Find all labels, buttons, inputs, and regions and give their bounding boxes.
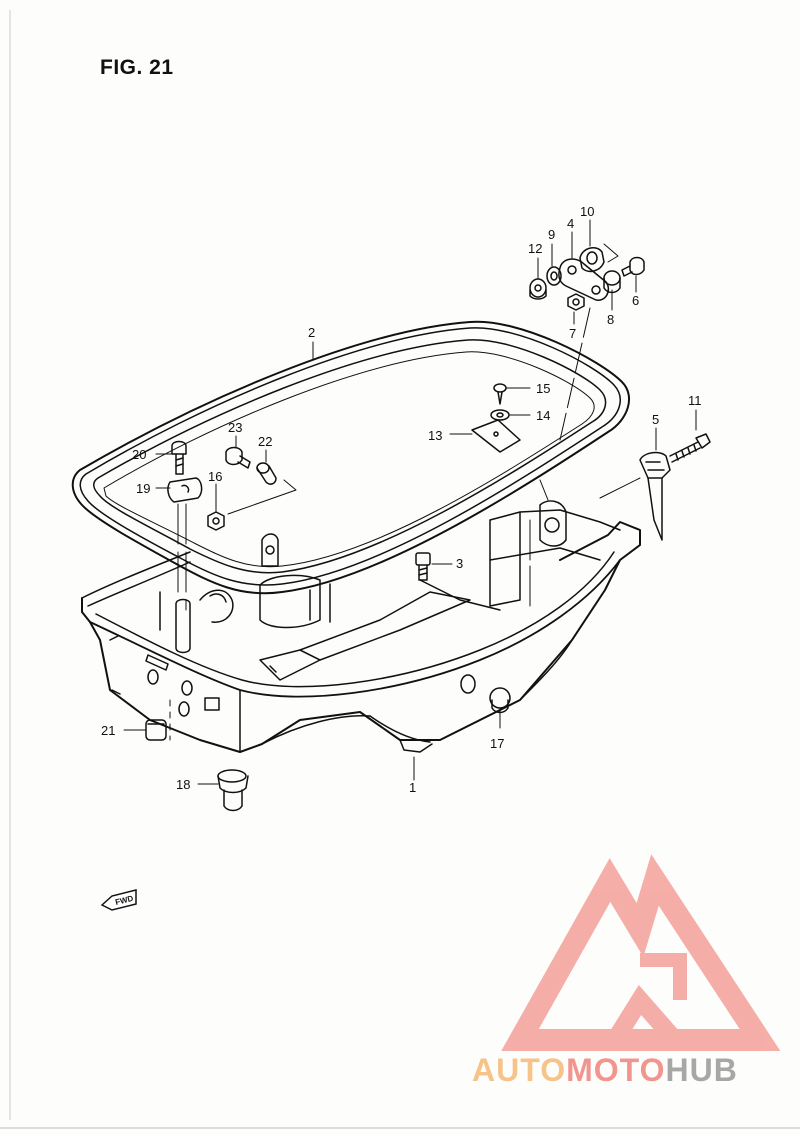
watermark-logo [501, 854, 781, 1051]
nut-part-12 [529, 278, 547, 300]
leader-lines [123, 219, 697, 785]
bolt-part-20 [171, 440, 187, 475]
fwd-label: FWD [114, 894, 134, 907]
gasket-frame-part-2 [71, 320, 631, 595]
watermark-auto: AUTO [472, 1052, 567, 1088]
callout-2: 2 [308, 325, 315, 340]
callout-10: 10 [580, 204, 594, 219]
bracket-part-5 [639, 451, 671, 541]
collar-part-22 [256, 462, 277, 485]
screw-part-23 [225, 446, 251, 469]
washer-part-14 [490, 409, 510, 421]
callout-8: 8 [607, 312, 614, 327]
callout-20: 20 [132, 447, 146, 462]
screw-part-6 [621, 256, 645, 277]
bolt-part-3 [415, 552, 431, 581]
figure-title: FIG. 21 [100, 56, 174, 79]
callout-15: 15 [536, 381, 550, 396]
callout-3: 3 [456, 556, 463, 571]
fwd-direction-arrow: FWD [100, 889, 137, 911]
callout-13: 13 [428, 428, 442, 443]
callout-9: 9 [548, 227, 555, 242]
callout-14: 14 [536, 408, 550, 423]
lower-cover-part-1 [81, 500, 641, 753]
callout-11: 11 [688, 393, 702, 408]
plate-part-13 [471, 419, 521, 453]
callout-23: 23 [228, 420, 242, 435]
callout-12: 12 [528, 241, 542, 256]
watermark-moto: MOTO [566, 1052, 666, 1088]
callout-17: 17 [490, 736, 504, 751]
callout-18: 18 [176, 777, 190, 792]
grommet-part-10 [579, 247, 605, 273]
nut-part-16 [207, 511, 225, 531]
link-plate-part-4 [558, 258, 610, 301]
callout-numbers: 1 2 3 4 5 6 7 8 9 10 11 12 13 14 15 16 1… [101, 204, 702, 795]
callout-5: 5 [652, 412, 659, 427]
callout-1: 1 [409, 780, 416, 795]
nut-part-7 [567, 293, 585, 311]
screw-part-15 [493, 383, 507, 405]
clip-part-19 [167, 477, 203, 503]
watermark-hub: HUB [665, 1052, 738, 1088]
watermark-text: AUTOMOTOHUB [472, 1052, 738, 1089]
callout-7: 7 [569, 326, 576, 341]
bolt-part-11 [669, 433, 711, 463]
grommet-part-18 [217, 769, 249, 812]
callout-21: 21 [101, 723, 115, 738]
callout-19: 19 [136, 481, 150, 496]
callout-6: 6 [632, 293, 639, 308]
callout-4: 4 [567, 216, 574, 231]
callout-22: 22 [258, 434, 272, 449]
washer-part-9 [546, 266, 562, 286]
callout-16: 16 [208, 469, 222, 484]
